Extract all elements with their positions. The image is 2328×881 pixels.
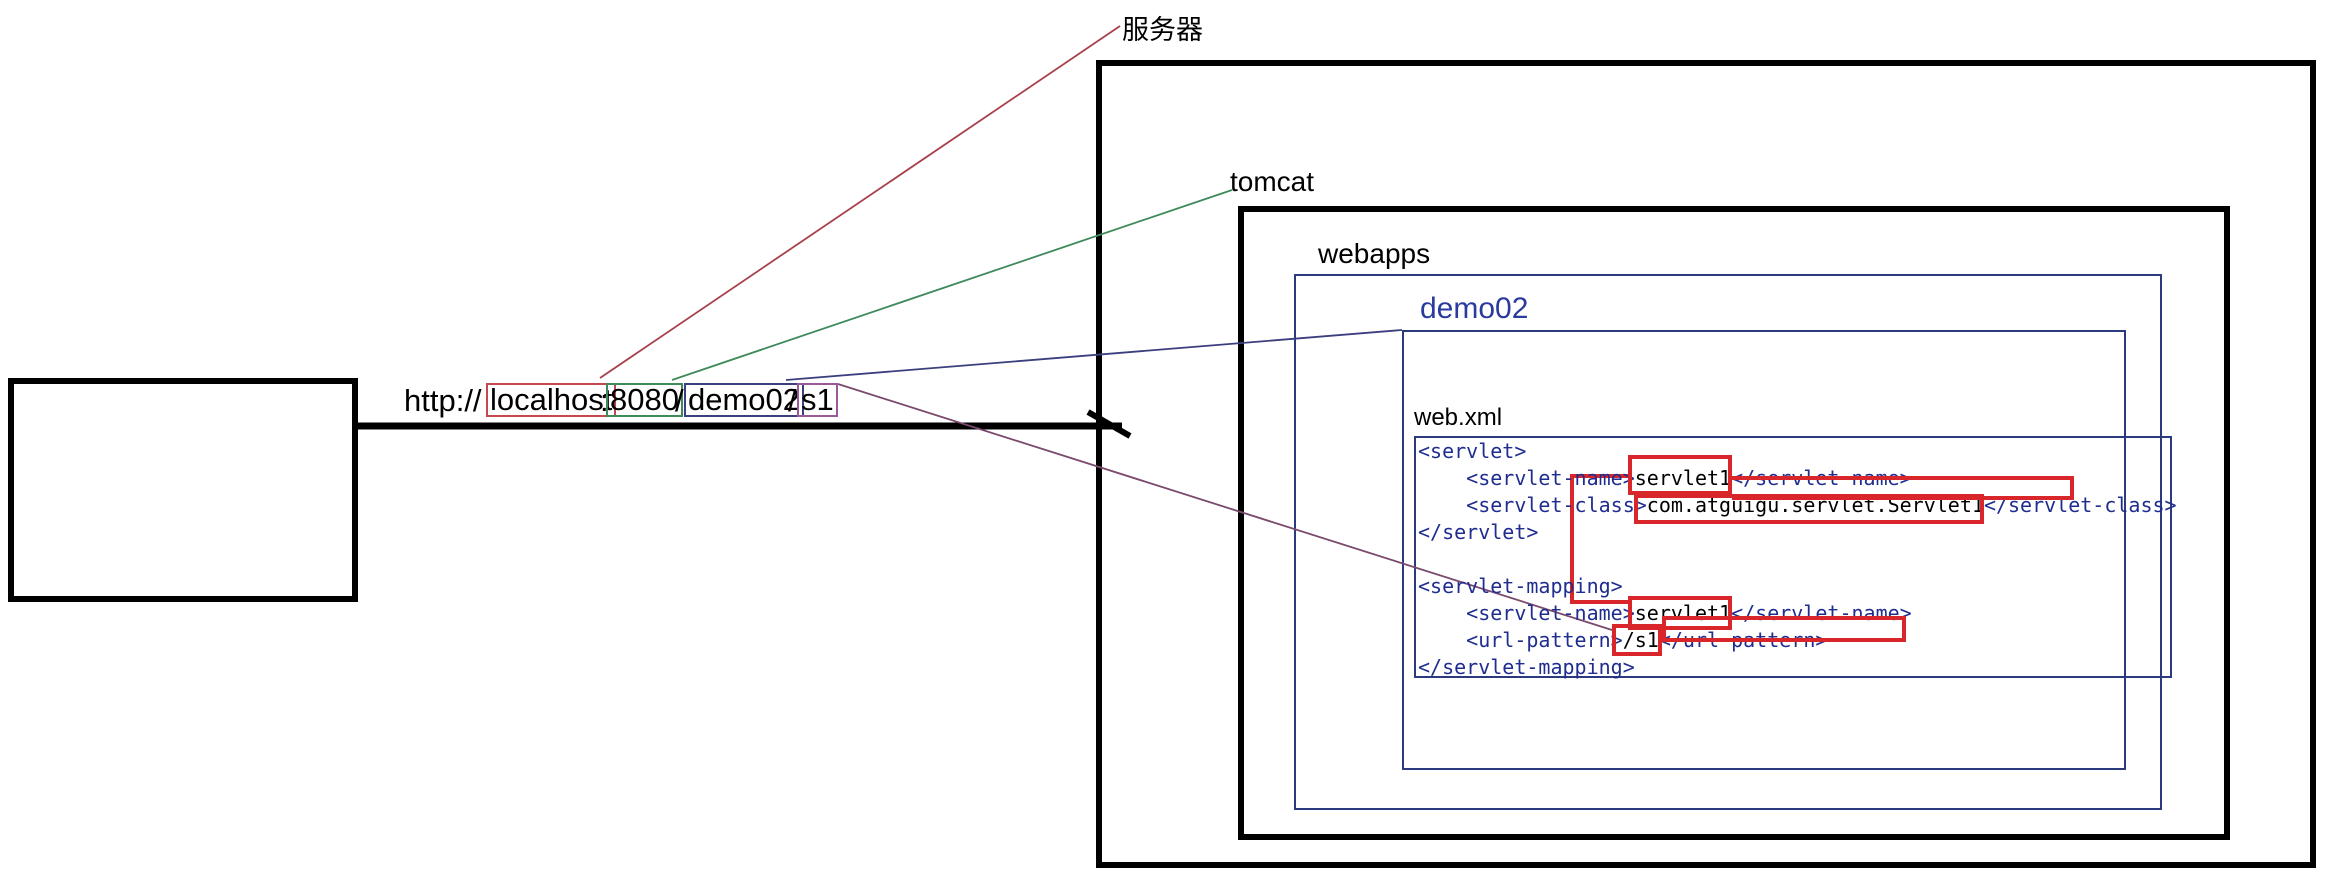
- name-link-bracket: [1570, 474, 1628, 604]
- app-connector: [785, 329, 1403, 381]
- highlight-servlet-name-row: [1732, 476, 2074, 500]
- tomcat-connector: [671, 189, 1233, 381]
- tomcat-label: tomcat: [1230, 166, 1315, 197]
- webxml-label: web.xml: [1414, 404, 1503, 431]
- url-scheme: http://: [404, 383, 482, 418]
- server-connector: [599, 25, 1121, 379]
- url-sep-2: /: [675, 383, 684, 418]
- request-arrow-head: [1086, 409, 1132, 439]
- url-port: 8080: [606, 383, 683, 417]
- highlight-mapping-name: [1628, 596, 1732, 630]
- highlight-servlet-name: [1628, 455, 1732, 495]
- url-sep-3: /: [788, 383, 797, 418]
- webapps-box: [1294, 274, 2162, 810]
- xml-line-3: <servlet-class>com.atguigu.servlet.Servl…: [1418, 493, 2177, 517]
- server-label: 服务器: [1122, 15, 1203, 45]
- url-path: s1: [797, 383, 838, 417]
- tomcat-box: [1238, 206, 2230, 840]
- app-label: demo02: [1420, 292, 1529, 325]
- webapps-label: webapps: [1318, 238, 1431, 269]
- url-context: demo02: [684, 383, 805, 417]
- webxml-box: [1414, 436, 2172, 678]
- server-box: [1096, 60, 2316, 868]
- xml-line-1: <servlet>: [1418, 439, 1527, 463]
- xml-line-4: </servlet>: [1418, 520, 1539, 544]
- xml-line-6: <servlet-mapping>: [1418, 574, 1623, 598]
- servlet-name-value: servlet1: [1634, 466, 1732, 490]
- url-host: localhost: [486, 383, 617, 417]
- client-box: [8, 378, 358, 602]
- mapping-name-value: servlet1: [1634, 601, 1732, 625]
- xml-line-9: </servlet-mapping>: [1418, 655, 1635, 679]
- url-sep-1: :: [600, 383, 609, 418]
- xml-line-7: <servlet-name>servlet1</servlet-name>: [1418, 601, 1912, 625]
- highlight-url-pattern: [1612, 624, 1662, 656]
- demo02-box: [1402, 330, 2126, 770]
- highlight-servlet-class: [1634, 494, 1984, 524]
- path-connector: [837, 383, 1613, 631]
- url-pattern-value: /s1: [1622, 628, 1659, 652]
- highlight-url-pattern-row: [1662, 616, 1906, 642]
